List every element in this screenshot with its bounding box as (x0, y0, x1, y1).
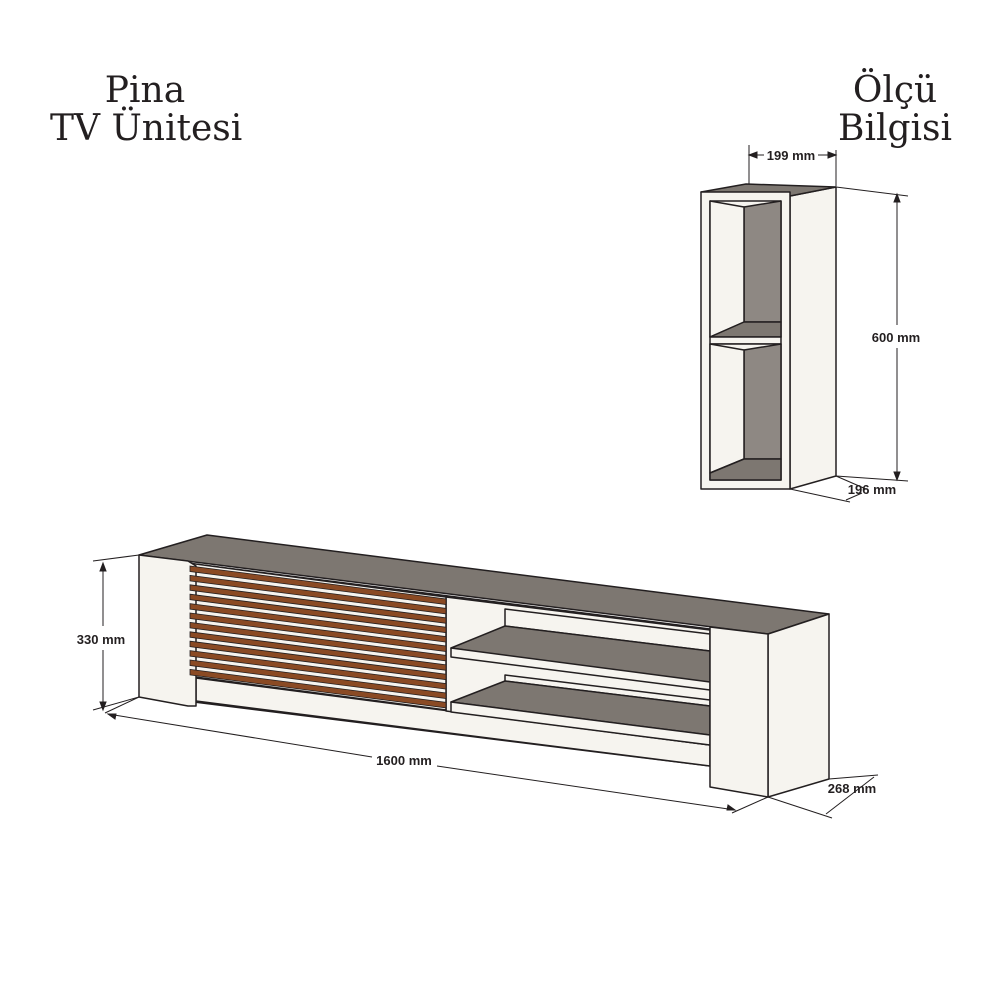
tv-unit-depth-label: 268 mm (828, 781, 876, 796)
tv-unit-right-leg (709, 626, 769, 798)
product-title: Pina TV Ünitesi (50, 70, 243, 149)
wall-shelf-bottom-shelf (709, 458, 782, 481)
wall-shelf-upper-left-wall (709, 200, 745, 338)
tv-unit-height-dimension (92, 554, 140, 712)
wall-shelf-lower-back (743, 343, 782, 460)
wood-slat (189, 650, 447, 690)
tv-unit-height-label: 330 mm (77, 632, 125, 647)
wall-shelf-depth-dimension (789, 475, 867, 503)
tv-unit-left-leg (138, 554, 197, 707)
dimension-info-line1: Ölçü (852, 70, 938, 111)
dimension-info-title: Ölçü Bilgisi (830, 72, 960, 148)
dimension-info-line2: Bilgisi (837, 108, 953, 149)
wall-shelf-width-dimension (747, 145, 838, 186)
wall-shelf-lower-left-wall (709, 343, 745, 474)
wall-shelf-middle-edge (709, 336, 782, 345)
product-name: Pina (104, 70, 186, 111)
wall-shelf-width-label: 199 mm (767, 148, 815, 163)
wood-slat (189, 621, 447, 662)
wood-slat (189, 574, 447, 615)
tv-unit-right-side (767, 613, 830, 798)
tv-unit-depth-dimension (767, 774, 879, 819)
product-subtitle: TV Ünitesi (50, 108, 243, 149)
wall-shelf-height-dimension (835, 186, 909, 482)
wall-shelf-side-panel (789, 186, 837, 490)
wood-slat (189, 565, 447, 605)
wood-slat (189, 668, 447, 709)
wood-slat (189, 659, 447, 699)
tv-unit-slats (189, 565, 447, 709)
wood-slat (189, 612, 447, 652)
wood-slat (189, 631, 447, 671)
wood-slat (189, 584, 447, 624)
wood-slat (189, 593, 447, 634)
wall-shelf (700, 183, 837, 490)
wood-slat (189, 640, 447, 681)
wall-shelf-depth-label: 196 mm (848, 482, 896, 497)
tv-unit (138, 534, 830, 798)
wood-slat (189, 603, 447, 643)
wall-shelf-upper-back (743, 200, 782, 323)
tv-unit-width-dimension (104, 696, 769, 814)
wall-shelf-height-label: 600 mm (872, 330, 920, 345)
tv-unit-width-label: 1600 mm (376, 753, 432, 768)
